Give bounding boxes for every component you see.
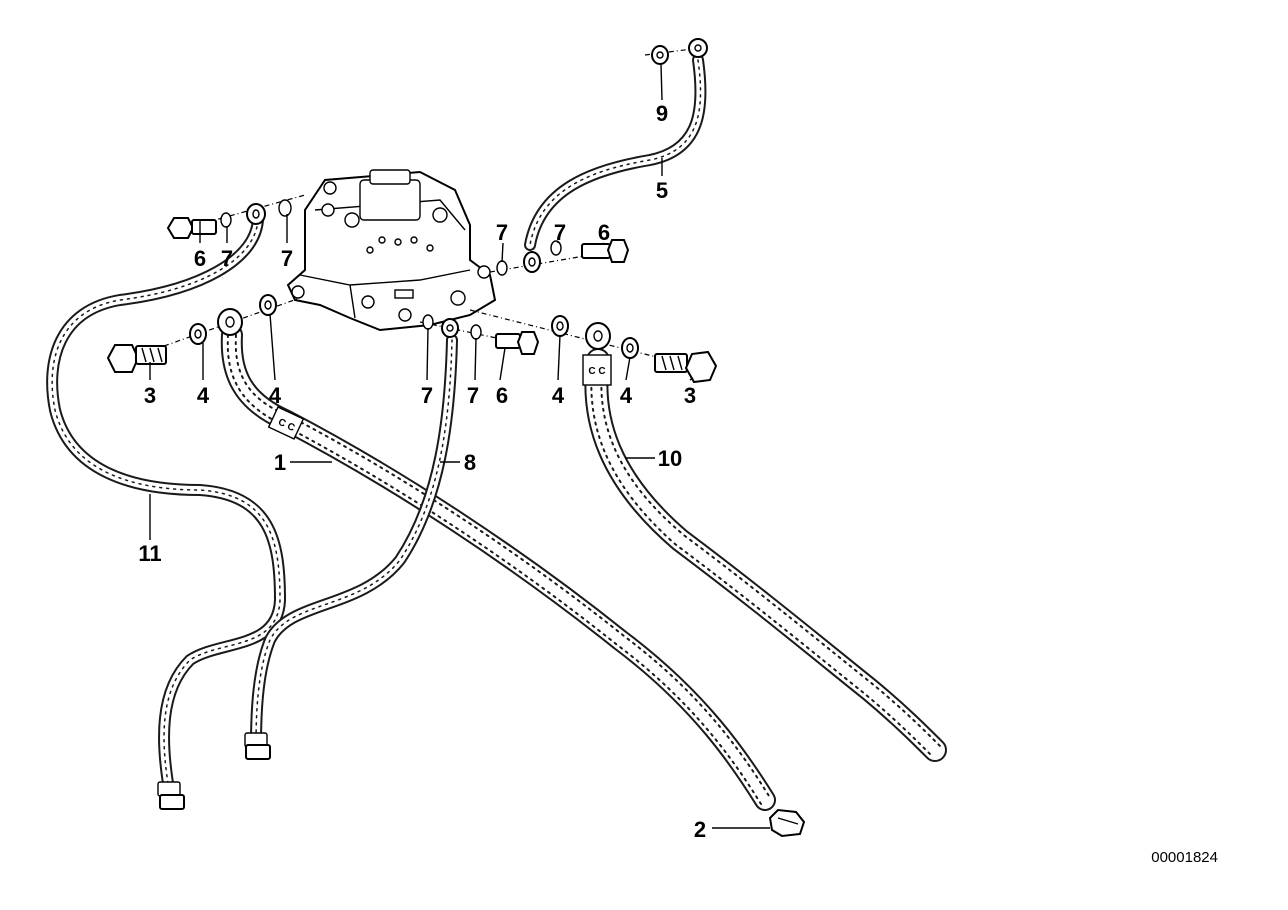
seal-ring-4a: [189, 323, 207, 345]
seal-ring-4c: [551, 315, 569, 337]
callout-2: 2: [694, 817, 706, 842]
callout-4: 4: [552, 383, 565, 408]
callout-10: 10: [658, 446, 682, 471]
seal-ring-4b: [259, 294, 277, 316]
seal-ring-7d: [550, 240, 562, 256]
callout-3: 3: [684, 383, 696, 408]
callout-1: 1: [274, 450, 286, 475]
hollow-bolt-right: [581, 239, 630, 263]
hose-1-ferrule: C C: [267, 406, 305, 440]
callout-3: 3: [144, 383, 156, 408]
callout-9: 9: [656, 101, 668, 126]
banjo-eye-hose-1: [217, 308, 243, 336]
callout-7: 7: [496, 220, 508, 245]
seal-ring-7c: [496, 260, 508, 276]
seal-ring-7a: [220, 212, 232, 228]
callout-6: 6: [598, 220, 610, 245]
banjo-eye-hose-10: [585, 322, 611, 350]
callout-6: 6: [496, 383, 508, 408]
hose-end-fitting-11: [157, 781, 185, 810]
callout-7: 7: [554, 220, 566, 245]
hose-1: [220, 324, 776, 811]
callout-4: 4: [269, 383, 282, 408]
banjo-bolt-right: [654, 350, 718, 384]
seal-ring-4d: [621, 337, 639, 359]
hose-5: [524, 54, 707, 251]
banjo-bolt-left: [106, 344, 167, 373]
banjo-eye-hose-11: [246, 203, 266, 225]
callout-7: 7: [421, 383, 433, 408]
hollow-bolt-left: [166, 217, 217, 239]
banjo-eye-hose-8: [441, 318, 459, 338]
end-cap: [768, 808, 806, 838]
diagram-reference-number: 00001824: [1151, 849, 1218, 866]
callout-4: 4: [620, 383, 633, 408]
hose-8: [250, 334, 458, 751]
hollow-bolt-middle: [495, 331, 540, 355]
callout-4: 4: [197, 383, 210, 408]
hose-end-fitting-8: [244, 732, 271, 760]
fuel-distributor: [286, 169, 497, 332]
hose-11: [46, 214, 287, 801]
hose-10-ferrule: C C: [582, 354, 612, 386]
callout-7: 7: [467, 383, 479, 408]
seal-ring-7b: [278, 199, 292, 217]
callout-6: 6: [194, 246, 206, 271]
seal-ring-7e: [422, 314, 434, 330]
leader-lines: [149, 63, 770, 829]
seal-ring-7f: [470, 324, 482, 340]
banjo-eye-hose-5-top: [688, 38, 708, 58]
hose-10: [584, 348, 947, 762]
callout-7: 7: [281, 246, 293, 271]
callout-7: 7: [221, 246, 233, 271]
seal-ring-9: [651, 45, 669, 65]
callout-5: 5: [656, 178, 668, 203]
callout-8: 8: [464, 450, 476, 475]
hose-10-marking: C C: [588, 366, 605, 377]
callout-11: 11: [138, 541, 161, 566]
banjo-eye-hose-5: [523, 251, 541, 273]
callouts: 6 7 7 7 7 6 3 4 4 7 7 6 4 4 3 9 5 1 8 10…: [138, 101, 706, 842]
